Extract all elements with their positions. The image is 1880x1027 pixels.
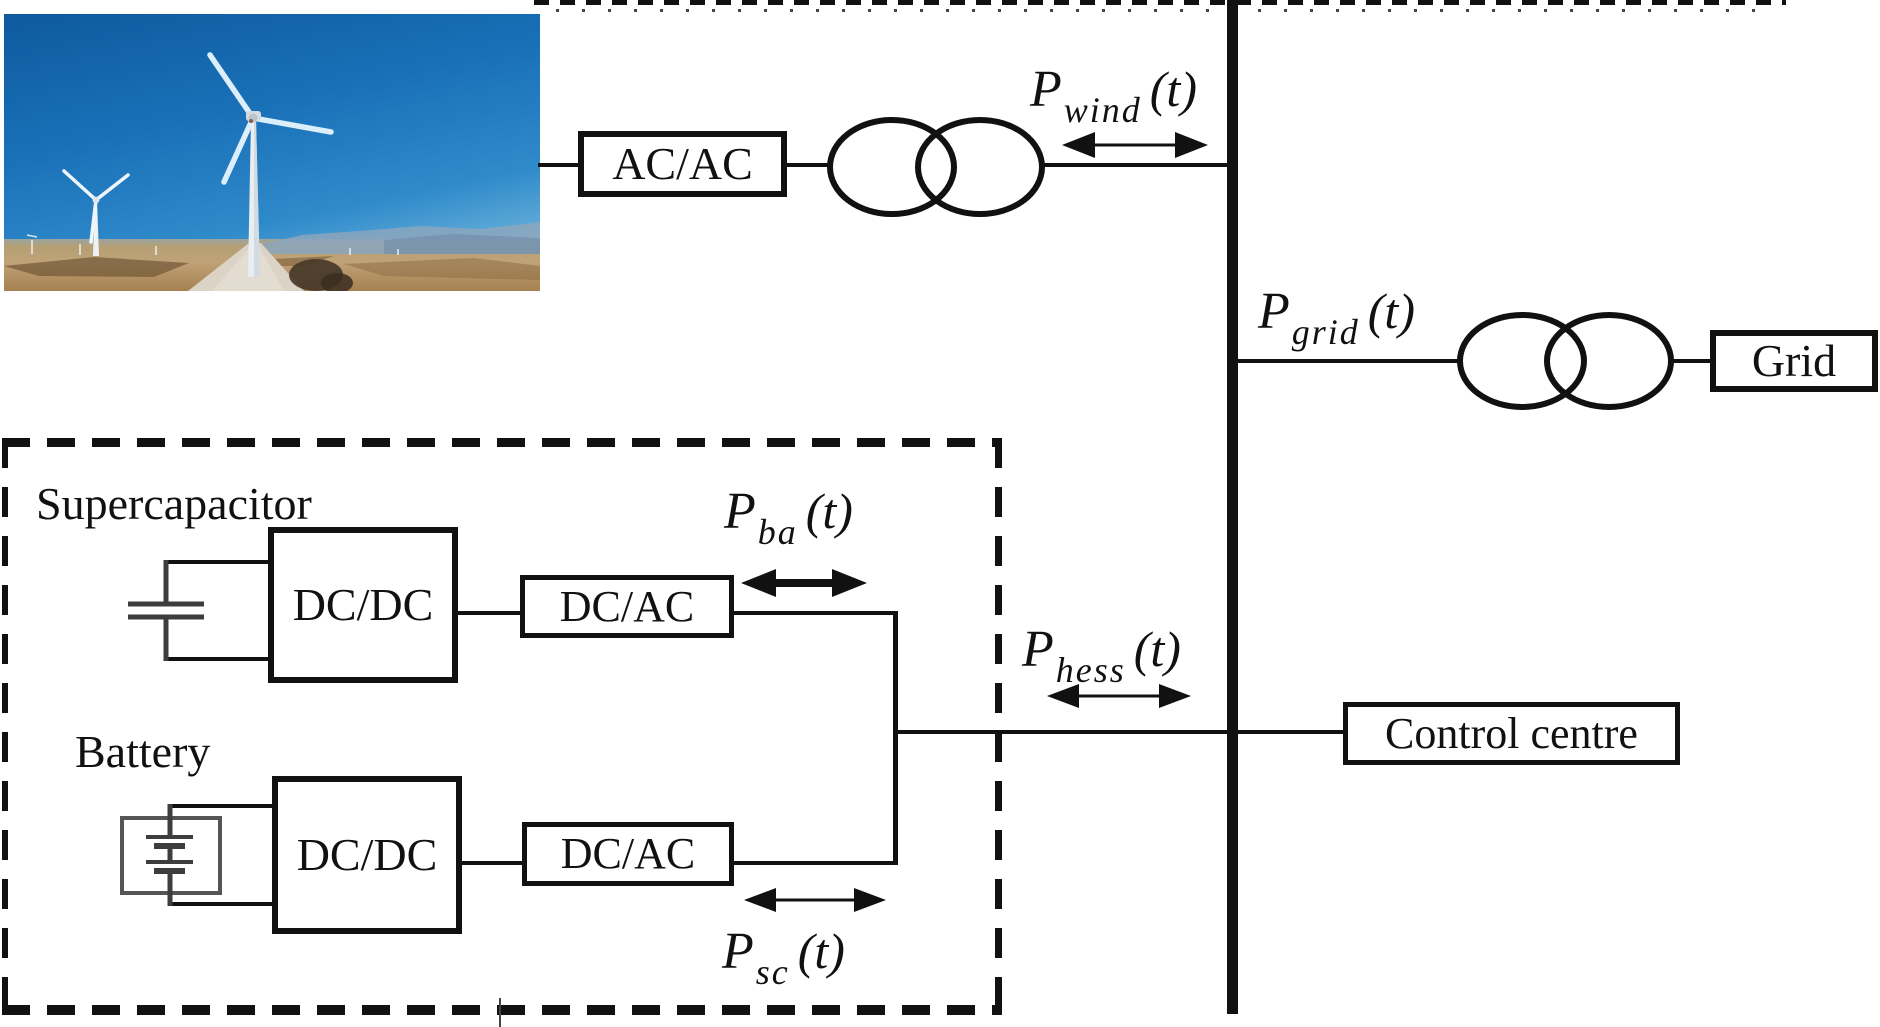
acac-converter-label: AC/AC xyxy=(612,138,753,189)
hess-junction-line xyxy=(893,611,898,865)
wire-photo-to-acac xyxy=(538,163,578,167)
grid-box: Grid xyxy=(1710,330,1878,392)
dcac-bottom-label: DC/AC xyxy=(560,829,696,878)
wire-grid-transformer-to-grid xyxy=(1673,359,1710,363)
wire-bus-to-grid-transformer xyxy=(1238,359,1462,363)
p-ba-label: Pba(t) xyxy=(724,483,853,552)
wind-transformer-icon xyxy=(827,117,1045,217)
wire-dcdc-to-dcac-top xyxy=(458,611,520,615)
p-ba-double-arrow-icon xyxy=(741,569,867,597)
p-sc-label: Psc(t) xyxy=(722,923,845,992)
wire-capacitor-top xyxy=(164,560,268,564)
wind-farm-photo xyxy=(4,14,540,291)
wire-acac-to-transformer xyxy=(787,163,829,167)
p-wind-label: Pwind(t) xyxy=(1030,61,1197,130)
p-hess-label: Phess(t) xyxy=(1022,621,1181,690)
wire-battery-bottom xyxy=(168,902,272,906)
dcdc-top-converter-box: DC/DC xyxy=(268,527,458,683)
supercapacitor-section-label: Supercapacitor xyxy=(36,478,312,529)
acac-converter-box: AC/AC xyxy=(578,131,787,197)
battery-section-label: Battery xyxy=(75,726,211,777)
bottom-tick-artifact xyxy=(499,998,501,1027)
hess-dashed-border-left xyxy=(2,438,8,1015)
wire-dcac-bottom-to-junction xyxy=(734,861,898,865)
dcac-top-label: DC/AC xyxy=(559,581,695,631)
p-sc-double-arrow-icon xyxy=(744,888,886,912)
dcdc-top-label: DC/DC xyxy=(292,579,434,630)
wire-capacitor-bottom xyxy=(164,657,268,661)
dcdc-bottom-converter-box: DC/DC xyxy=(272,776,462,934)
p-grid-label: Pgrid(t) xyxy=(1258,283,1415,352)
control-centre-box: Control centre xyxy=(1343,702,1680,765)
main-wind-turbine xyxy=(207,52,334,277)
top-border-dash-artifact xyxy=(534,0,1786,5)
photo-scene xyxy=(4,52,540,291)
hess-dashed-border-top xyxy=(2,438,1002,447)
wire-battery-top xyxy=(168,804,272,808)
wire-dcac-top-to-junction xyxy=(734,611,898,615)
capacitor-icon xyxy=(128,560,204,661)
hess-dashed-border-right xyxy=(995,438,1002,1015)
wire-hess-to-control-centre xyxy=(897,730,1343,734)
wire-dcdc-to-dcac-bottom xyxy=(462,861,522,865)
grid-transformer-icon xyxy=(1457,312,1674,410)
ac-bus-bar xyxy=(1227,0,1238,1014)
battery-icon xyxy=(120,804,222,906)
grid-label: Grid xyxy=(1751,335,1837,386)
dcdc-bottom-label: DC/DC xyxy=(296,829,438,880)
top-border-dots-artifact xyxy=(556,9,1764,12)
dcac-bottom-converter-box: DC/AC xyxy=(522,822,734,886)
p-hess-double-arrow-icon xyxy=(1047,684,1191,708)
wire-transformer-to-bus xyxy=(1043,163,1227,167)
mid-wind-turbine xyxy=(62,169,130,256)
dcac-top-converter-box: DC/AC xyxy=(520,575,734,638)
p-wind-double-arrow-icon xyxy=(1062,132,1208,158)
control-centre-label: Control centre xyxy=(1385,708,1638,758)
hess-dashed-border-bottom xyxy=(2,1005,1002,1015)
